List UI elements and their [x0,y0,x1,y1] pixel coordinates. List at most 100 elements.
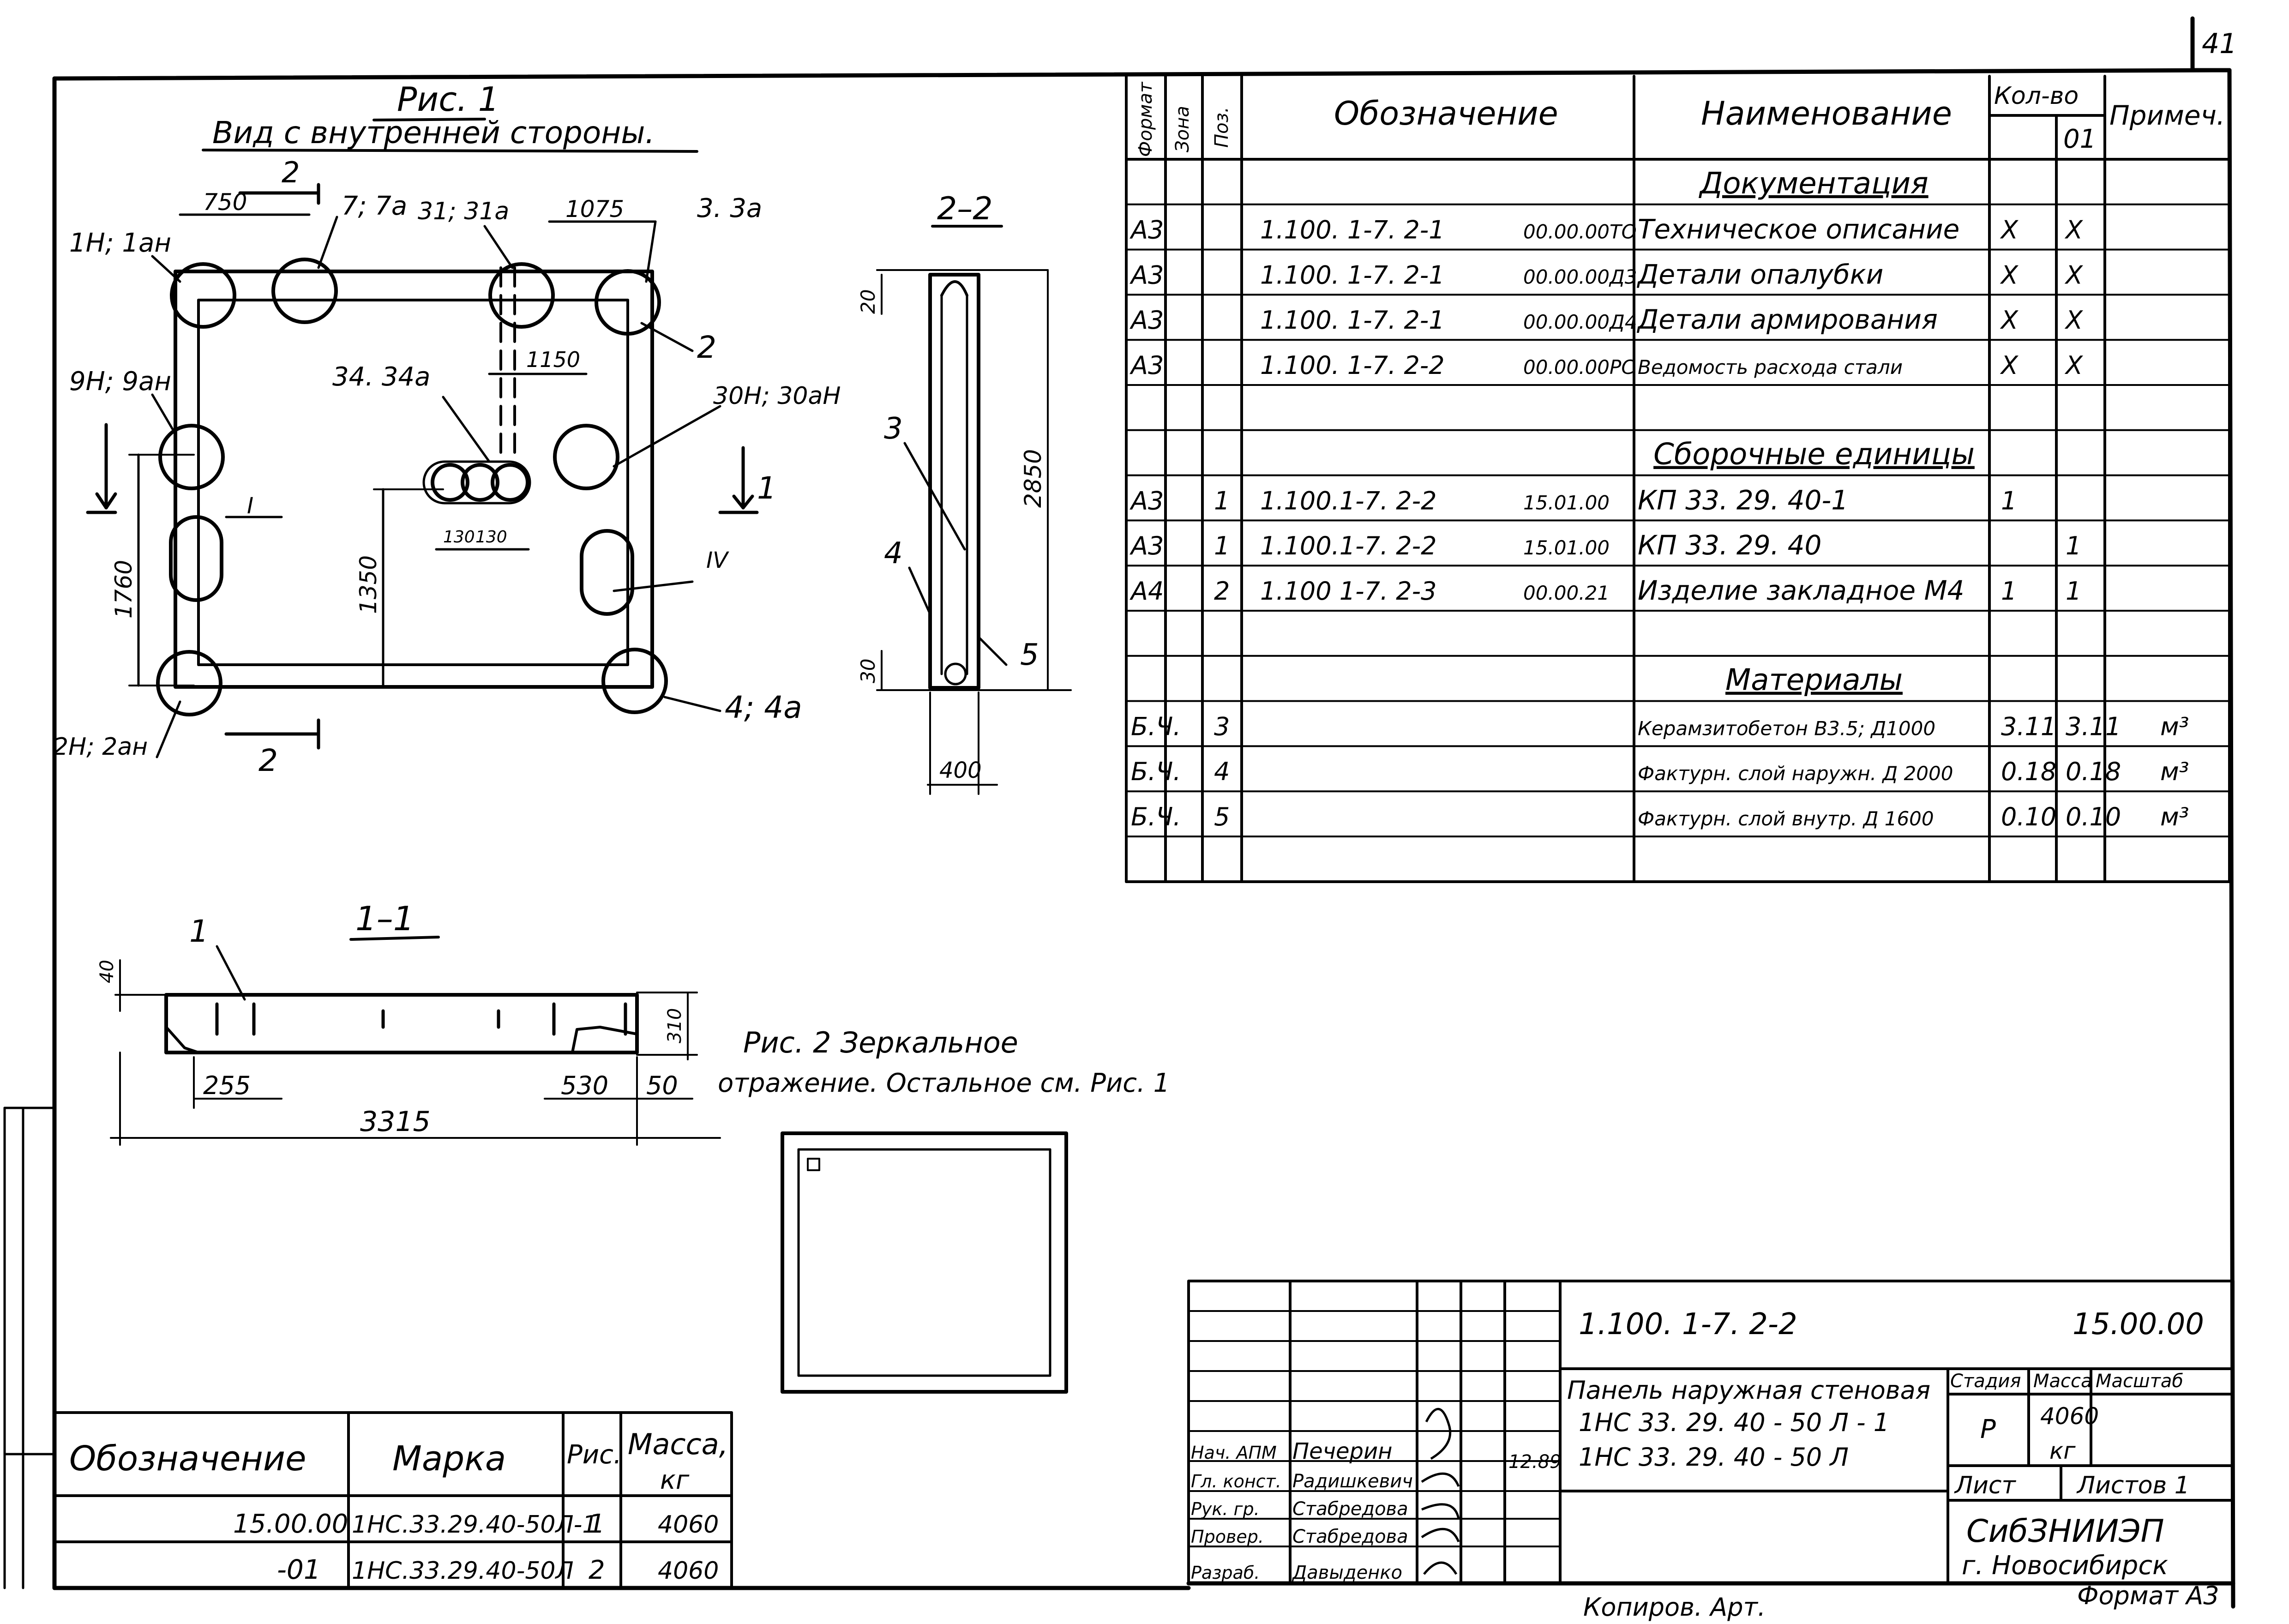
spec-cell-qty1: 1 [2001,486,2017,515]
spec-cell-format: А4 [1129,577,1164,606]
section-mark-2-top: 2 [282,156,300,189]
tb-mass-unit: кг [2049,1438,2076,1464]
sec11-dim-255: 255 [203,1071,251,1100]
sec22-dim-2850: 2850 [1020,449,1046,508]
marker-I: I [247,493,253,519]
sec11-dim-50: 50 [646,1071,678,1100]
spec-h-note: Примеч. [2109,100,2225,131]
sec22-drawing [876,225,1072,795]
sec11-title: 1–1 [355,899,415,938]
spec-table-grid [1125,75,2231,883]
dim-130b: 130 [475,528,507,547]
marks-r2-fig: 2 [589,1555,605,1585]
spec-cell-qty1: 0.18 [2001,757,2056,786]
tb-name-4: Стабредова [1292,1526,1408,1547]
spec-section-title: Материалы [1725,663,1903,698]
marks-h-fig: Рис. [567,1440,622,1470]
spec-cell-code: 1.100.1-7. 2-2 [1260,486,1436,515]
section-mark-1: 1 [757,470,776,506]
marks-r2-designation: -01 [277,1554,321,1585]
binding-strip [3,1107,56,1589]
spec-cell-qty2: 3.11 [2066,712,2121,741]
spec-cell-format: Б.Ч. [1131,712,1181,741]
sec11-label-1: 1 [189,914,209,949]
tb-title-3: 1НС 33. 29. 40 - 50 Л [1579,1443,1849,1472]
fig2-texts: Рис. 2 Зеркальное отражение. Остальное с… [718,1026,1170,1098]
spec-cell-format: А3 [1129,216,1164,245]
marks-h-designation: Обозначение [69,1439,306,1479]
spec-cell-code2: 00.00.21 [1523,582,1610,604]
spec-cell-qty2: 1 [2066,577,2081,606]
dim-1075: 1075 [565,196,624,223]
marks-h-mark: Марка [392,1439,506,1479]
spec-cell-format: Б.Ч. [1131,802,1181,831]
tb-role-2: Гл. конст. [1191,1471,1281,1492]
dim-1150: 1150 [526,347,580,372]
spec-cell-qty2: X [2064,306,2083,335]
spec-cell-code2: 15.01.00 [1523,491,1610,514]
tb-mass-header: Масса [2033,1371,2092,1392]
callout-31: 31; 31а [418,198,509,225]
spec-cell-qty1: X [2000,351,2019,380]
tb-doc-num: 15.00.00 [2073,1307,2204,1341]
marks-r2-mass: 4060 [658,1557,719,1585]
sec11-dim-530: 530 [561,1071,608,1100]
spec-h-zone: Зона [1172,106,1193,152]
dim-130a: 130 [443,528,475,547]
spec-cell-format: А3 [1129,486,1164,515]
callout-7: 7; 7а [342,191,407,221]
fig2-drawing [781,1131,1068,1394]
marks-r1-mark: 1НС.33.29.40-50Л-1 [352,1511,597,1539]
marker-IV: IV [706,547,729,573]
sec22-title: 2–2 [937,191,993,227]
spec-cell-code2: 00.00.00Д3 [1523,265,1637,288]
spec-cell-format: А3 [1129,351,1164,380]
tb-title-2: 1НС 33. 29. 40 - 50 Л - 1 [1579,1408,1889,1437]
marks-r1-fig: 1 [589,1509,605,1539]
marks-h-mass-unit: кг [660,1465,690,1495]
spec-cell-pos: 3 [1214,712,1230,741]
spec-section-title: Документация [1698,167,1928,201]
fig1-title: Рис. 1 [397,80,499,119]
spec-cell-format: А3 [1129,306,1164,335]
sec11-dim-310: 310 [664,1008,685,1043]
spec-cell-qty2: 1 [2066,531,2081,560]
tb-name-5: Давыденко [1292,1562,1402,1583]
spec-cell-format: А3 [1129,531,1164,560]
spec-cell-name: КП 33. 29. 40 [1638,529,1821,561]
spec-cell-code: 1.100. 1-7. 2-1 [1260,216,1445,245]
spec-cell-qty1: X [2000,260,2019,289]
marks-r2-mark: 1НС.33.29.40-50Л [352,1557,574,1585]
fig2-caption-1: Рис. 2 Зеркальное [743,1026,1018,1059]
sec22-label-3: 3 [884,412,903,446]
spec-cell-code: 1.100.1-7. 2-2 [1260,531,1436,560]
dim-1350: 1350 [355,555,382,614]
spec-cell-pos: 2 [1214,577,1230,606]
tb-role-5: Разраб. [1191,1563,1260,1583]
spec-cell-pos: 1 [1214,486,1230,515]
tb-scale-header: Масштаб [2096,1371,2183,1392]
spec-cell-name: Детали армирования [1636,304,1938,335]
format-label: Формат А3 [2077,1581,2219,1610]
spec-h-qty: Кол-во [1994,82,2079,110]
tb-role-1: Нач. АПМ [1191,1443,1277,1463]
sec11-drawing [110,936,721,1146]
title-block: 1.100. 1-7. 2-2 15.00.00 Панель наружная… [1191,1307,2204,1583]
spec-cell-code2: 15.01.00 [1523,536,1610,559]
spec-cell-code2: 00.00.00Д4 [1523,311,1637,333]
spec-cell-code2: 00.00.00РС [1523,356,1635,379]
spec-cell-name: Детали опалубки [1636,259,1883,290]
spec-cell-note: м³ [2160,712,2189,741]
spec-cell-pos: 1 [1214,531,1230,560]
dim-750: 750 [203,189,247,216]
sec11-dim-40: 40 [96,960,118,983]
spec-header: Формат Зона Поз. Обозначение Наименовани… [1135,81,2225,157]
spec-cell-name: Изделие закладное М4 [1638,575,1965,606]
sec22-label-5: 5 [1020,638,1039,672]
fig1-subtitle: Вид с внутренней стороны. [212,115,655,150]
tb-org-2: г. Новосибирск [1962,1551,2168,1581]
marks-r1-designation: 15.00.00 [233,1509,348,1539]
spec-cell-code2: 00.00.00ТО [1523,221,1637,243]
spec-cell-name: Техническое описание [1638,214,1959,245]
